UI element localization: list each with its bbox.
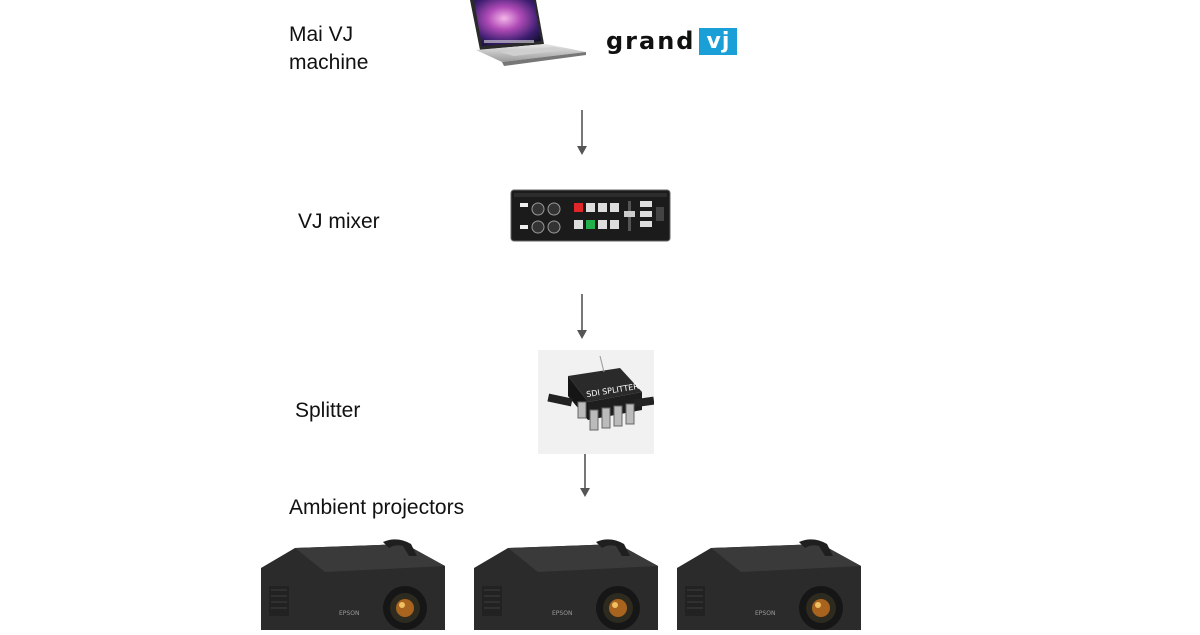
projector-icon xyxy=(474,539,658,630)
projector-brand: EPSON xyxy=(552,610,573,617)
grandvj-logo: grand vj xyxy=(606,27,738,55)
projector-3: EPSON xyxy=(671,534,867,630)
projectors-label: Ambient projectors xyxy=(289,496,465,519)
laptop-icon xyxy=(470,0,586,66)
projector-row: EPSON EPSON EPSON xyxy=(255,534,875,630)
splitter-label: Splitter xyxy=(295,399,361,422)
machine-label-line2: machine xyxy=(289,51,369,74)
flow-arrow-2 xyxy=(577,294,587,339)
machine-label: Mai VJ machine xyxy=(289,21,368,77)
flow-arrow-3 xyxy=(580,454,590,497)
projector-icon xyxy=(677,539,861,630)
machine-label-line1: Mai VJ xyxy=(289,23,354,46)
sdi-splitter-image: SDI SPLITTER xyxy=(538,350,654,454)
vj-mixer-icon xyxy=(510,189,671,242)
sdi-splitter-icon xyxy=(547,355,654,431)
projector-brand: EPSON xyxy=(339,610,360,617)
projector-icon xyxy=(261,539,445,630)
projector-brand: EPSON xyxy=(755,610,776,617)
flow-arrow-1 xyxy=(577,110,587,155)
projector-2: EPSON xyxy=(468,534,664,630)
logo-badge: vj xyxy=(699,28,738,55)
projector-1: EPSON xyxy=(255,534,451,630)
mixer-label: VJ mixer xyxy=(298,210,380,233)
logo-word: grand xyxy=(606,27,696,55)
